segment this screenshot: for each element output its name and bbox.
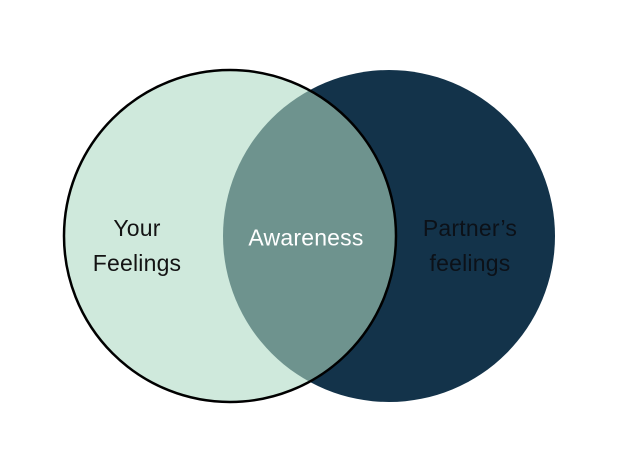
partner-feelings-label-line2: feelings [429,250,511,276]
partner-feelings-label: Partner’s feelings [423,211,517,281]
your-feelings-label-line1: Your [113,215,161,241]
your-feelings-label: Your Feelings [93,211,182,281]
awareness-label: Awareness [248,224,364,251]
your-feelings-circle-outline [62,68,398,404]
awareness-overlap-region [223,70,396,402]
your-feelings-label-line2: Feelings [92,250,182,276]
partner-feelings-label-line1: Partner’s [422,215,518,241]
